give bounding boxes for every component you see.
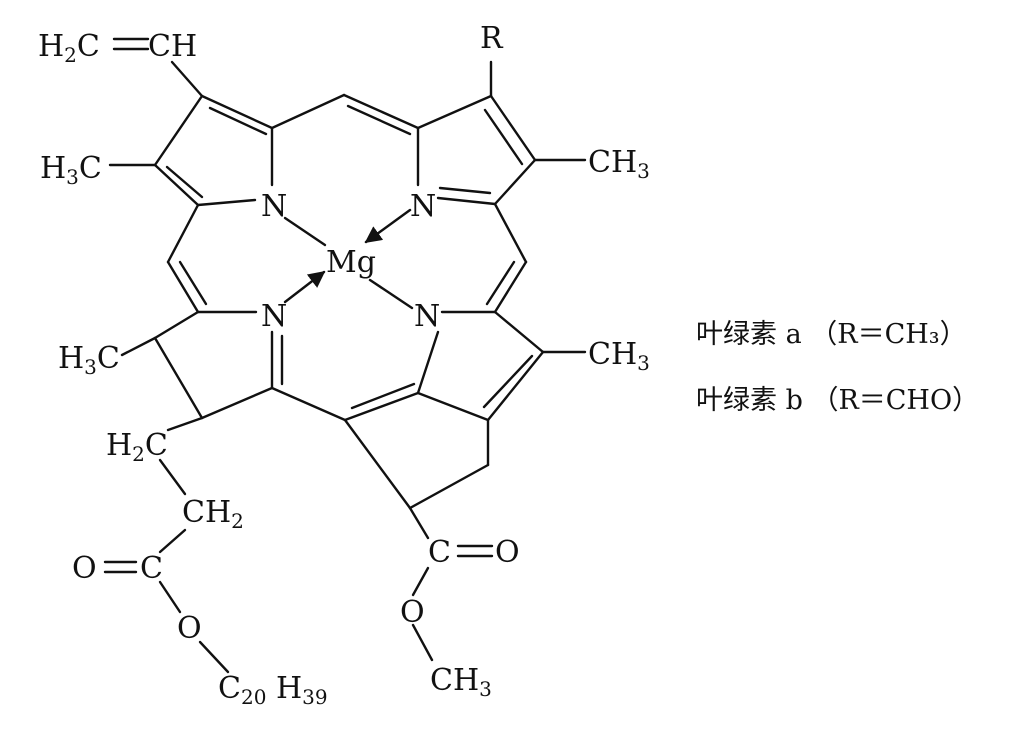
bridge-right-bond xyxy=(493,260,528,314)
ring-a-bond xyxy=(153,94,204,167)
ester-left-bond xyxy=(158,580,182,614)
ring-b-bond xyxy=(489,94,537,162)
ring-a-bond xyxy=(200,94,274,130)
ring-d-bond xyxy=(153,310,200,340)
ring-c-double-inner xyxy=(350,382,416,410)
methyl-a-label: H3C xyxy=(40,151,102,189)
bridge-top-double-inner xyxy=(346,104,412,136)
mg-n1-bond xyxy=(283,216,327,247)
ring-b-double-inner xyxy=(483,108,524,166)
bridge-top-bond xyxy=(342,93,420,130)
chain-bond xyxy=(158,458,187,496)
methyl-d-label: H3C xyxy=(58,341,120,379)
methyl-d-bond xyxy=(120,336,157,357)
chain-bond xyxy=(158,528,187,554)
ch2-1-label: H2C xyxy=(106,428,168,466)
bridge-left-bond xyxy=(166,203,200,264)
ester-right-c-label: C xyxy=(428,535,451,570)
ch2-2-label: CH2 xyxy=(182,495,244,533)
ring-b-double-inner xyxy=(438,186,492,195)
ring-c-bond xyxy=(486,350,545,422)
n3-label: N xyxy=(414,299,440,334)
ring-a-bond xyxy=(153,163,200,207)
phytyl-label: C20 H39 xyxy=(218,671,328,709)
vinyl-ch2-label: H2C xyxy=(38,29,100,67)
vinyl-ch-label: CH xyxy=(148,29,197,64)
bonds xyxy=(103,37,587,674)
ring-c-bond xyxy=(493,310,545,354)
ester-right-bond xyxy=(411,623,434,662)
ring-b-bond xyxy=(493,158,537,206)
ring-a-double-inner xyxy=(165,165,204,199)
ester-left-c-label: C xyxy=(140,551,163,586)
n1-label: N xyxy=(261,189,287,224)
ester-right-bond xyxy=(411,566,430,597)
n2-mg-coordinate-arrow xyxy=(364,208,412,244)
bridge-bottom-bond xyxy=(270,386,347,422)
methoxy-label: CH3 xyxy=(430,663,492,701)
caption-chlorophyll-b: 叶绿素 b （R＝CHO） xyxy=(696,385,979,416)
ring-d-bond xyxy=(153,336,204,420)
ring-a-bond xyxy=(196,198,257,207)
caption-chlorophyll-a: 叶绿素 a （R＝CH₃） xyxy=(696,319,967,350)
vinyl-to-ring-bond xyxy=(170,60,204,98)
bridge-top-bond xyxy=(270,93,346,130)
ring-e-bond xyxy=(343,418,412,510)
ring-c-bond xyxy=(343,391,420,422)
ring-b-bond xyxy=(416,94,493,130)
ester-right-bond xyxy=(408,506,430,540)
methyl-b-label: CH3 xyxy=(588,145,650,183)
ester-right-o-double-label: O xyxy=(495,535,520,570)
r-group-label: R xyxy=(480,21,504,56)
ester-left-o-single-label: O xyxy=(177,611,202,646)
ring-b-bond xyxy=(436,196,497,206)
ring-d-bond xyxy=(200,386,274,420)
ester-left-o-double-label: O xyxy=(72,551,97,586)
ring-c-bond xyxy=(416,391,490,422)
ring-c-bond xyxy=(416,330,440,395)
captions: 叶绿素 a （R＝CH₃） 叶绿素 b （R＝CHO） xyxy=(696,319,979,416)
ring-a-double-inner xyxy=(208,106,268,136)
n2-label: N xyxy=(410,189,436,224)
bridge-left-bond xyxy=(166,260,200,314)
ester-left-bond xyxy=(198,640,230,674)
bridge-right-bond xyxy=(493,202,528,264)
bridge-right-double-inner xyxy=(485,260,516,306)
mg-label: Mg xyxy=(326,245,376,280)
ring-c-double-inner xyxy=(482,354,534,409)
ring-e-bond xyxy=(408,463,490,510)
atom-labels: H2C CH R H3C CH3 CH3 H3C N N N N Mg H2C … xyxy=(38,21,650,709)
ester-right-o-single-label: O xyxy=(400,595,425,630)
n4-mg-coordinate-arrow xyxy=(283,270,326,304)
mg-n3-bond xyxy=(368,278,414,310)
methyl-c-label: CH3 xyxy=(588,337,650,375)
chain-bond xyxy=(166,416,204,432)
bridge-left-double-inner xyxy=(178,260,208,306)
n4-label: N xyxy=(261,299,287,334)
